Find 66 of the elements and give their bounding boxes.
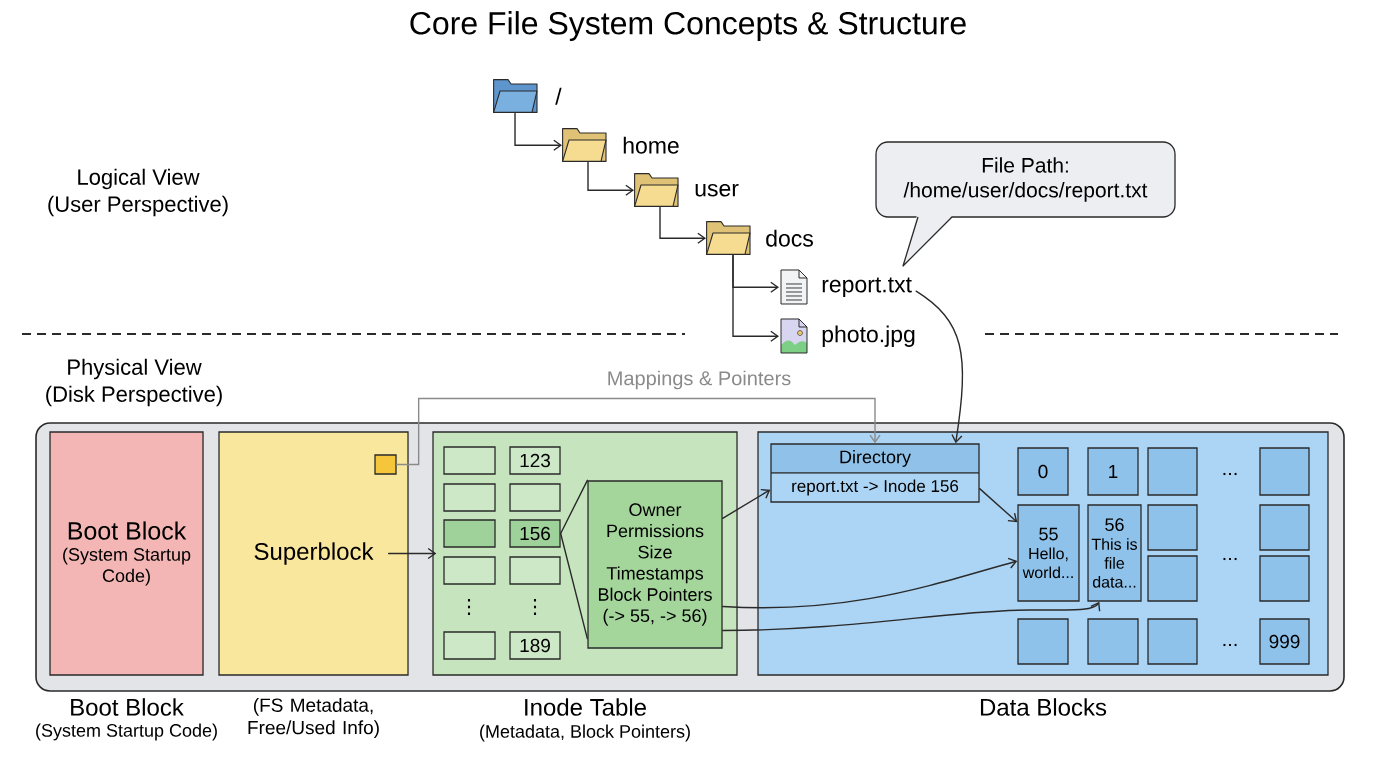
inode-entry: 189 bbox=[509, 631, 561, 660]
data-block: 1 bbox=[1087, 447, 1139, 496]
data-block: 55 Hello, world... bbox=[1017, 504, 1080, 602]
superblock-box: Superblock bbox=[218, 431, 409, 676]
inode-entry bbox=[443, 556, 496, 585]
data-block bbox=[1017, 618, 1069, 665]
data-block bbox=[1147, 555, 1198, 602]
ellipsis: ... bbox=[1223, 643, 1237, 647]
folder-name: docs bbox=[766, 229, 813, 247]
inode-entry bbox=[443, 631, 496, 660]
section-label: Inode Table bbox=[525, 698, 646, 716]
arrow bbox=[978, 487, 1018, 523]
view-subheading: (Disk Perspective) bbox=[46, 385, 222, 407]
edge-label: Mappings & Pointers bbox=[604, 368, 794, 392]
arrow bbox=[915, 290, 964, 444]
arrow bbox=[387, 547, 437, 560]
arrow bbox=[721, 557, 1018, 609]
folder-name: home bbox=[623, 136, 679, 154]
inode-detail-box: Owner Permissions Size Timestamps Block Pointers (-> 55, -> 56) bbox=[587, 480, 723, 649]
data-block bbox=[1259, 555, 1310, 602]
file-name: photo.jpg bbox=[822, 325, 915, 347]
data-block: 56 This is file data... bbox=[1087, 504, 1142, 602]
vertical-ellipsis: ⋮ bbox=[467, 598, 471, 616]
inode-entry: 156 bbox=[509, 519, 561, 548]
arrow bbox=[395, 397, 881, 466]
title: Core File System Concepts & Structure bbox=[410, 11, 966, 41]
arrow bbox=[732, 254, 779, 342]
arrow bbox=[721, 488, 771, 520]
data-block bbox=[1087, 618, 1139, 665]
section-label: (System Startup Code) bbox=[36, 723, 217, 741]
data-block: 0 bbox=[1017, 447, 1069, 496]
inode-entry bbox=[443, 483, 496, 512]
inode-entry bbox=[509, 483, 561, 512]
section-label: (FS Metadata, Free/Used Info) bbox=[248, 697, 379, 739]
inode-entry bbox=[443, 446, 496, 475]
arrow bbox=[659, 206, 706, 244]
section-label: (Metadata, Block Pointers) bbox=[480, 724, 690, 742]
data-block bbox=[1147, 618, 1198, 665]
speech-bubble: File Path: /home/user/docs/report.txt bbox=[875, 141, 1176, 267]
ellipsis: ... bbox=[1223, 472, 1237, 476]
data-block bbox=[1259, 447, 1310, 496]
file-name: report.txt bbox=[822, 277, 912, 297]
folder-name: user bbox=[695, 183, 739, 197]
inode-entry: 123 bbox=[509, 446, 561, 475]
view-subheading: (User Perspective) bbox=[48, 195, 228, 217]
view-heading: Logical View bbox=[78, 168, 200, 190]
boot-block: Boot Block (System Startup Code) bbox=[49, 431, 204, 676]
view-heading: Physical View bbox=[68, 358, 202, 380]
section-label: Boot Block bbox=[71, 698, 184, 716]
ellipsis: ... bbox=[1223, 557, 1237, 561]
arrow bbox=[721, 601, 1101, 632]
data-block bbox=[1259, 504, 1310, 551]
connector-line bbox=[559, 532, 589, 640]
data-block: 999 bbox=[1259, 618, 1310, 665]
inode-entry bbox=[443, 519, 496, 548]
arrow bbox=[514, 112, 562, 151]
inode-entry bbox=[509, 556, 561, 585]
connector-line bbox=[559, 479, 589, 535]
pointer-square bbox=[374, 454, 397, 475]
directory-table: Directory report.txt -> Inode 156 bbox=[770, 443, 980, 503]
section-label: Data Blocks bbox=[980, 698, 1107, 716]
data-block bbox=[1147, 504, 1198, 551]
folder-name: / bbox=[555, 87, 562, 105]
arrow bbox=[587, 161, 634, 196]
data-block bbox=[1147, 447, 1198, 496]
vertical-ellipsis: ⋮ bbox=[533, 598, 537, 616]
